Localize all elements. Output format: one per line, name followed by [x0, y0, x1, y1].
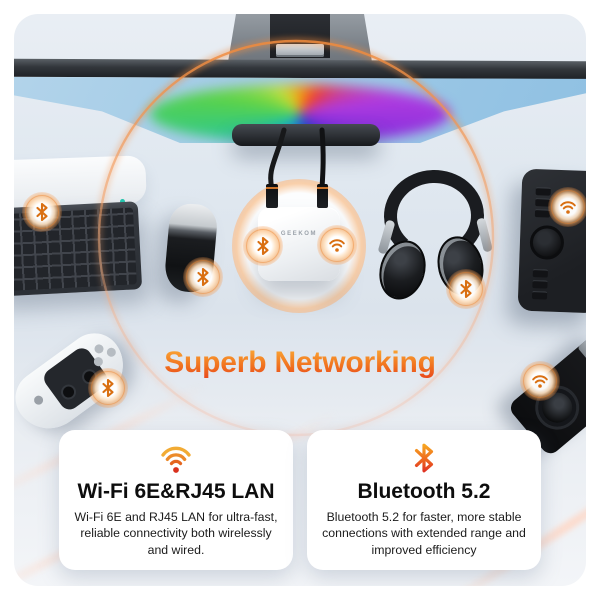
- section-heading: Superb Networking: [14, 346, 586, 380]
- bluetooth-icon: [307, 441, 541, 475]
- cable-plug: [317, 184, 328, 208]
- bluetooth-icon: [102, 379, 114, 397]
- wifi-badge-camera: [520, 361, 560, 401]
- wifi-icon: [59, 441, 293, 475]
- bluetooth-badge-controller: [88, 368, 128, 408]
- bluetooth-icon: [460, 280, 472, 298]
- bluetooth-icon: [257, 237, 269, 255]
- feature-card-bluetooth: Bluetooth 5.2 Bluetooth 5.2 for faster, …: [307, 430, 541, 570]
- bluetooth-icon: [36, 203, 48, 221]
- cables: [268, 127, 326, 191]
- bluetooth-badge-headphones: [446, 269, 486, 309]
- wifi-badge-tablet: [548, 187, 586, 227]
- scene-frame: GEEKOM: [14, 14, 586, 586]
- network-glow-ring: [95, 37, 497, 439]
- monitor-mount-clamp: [276, 44, 324, 57]
- feature-description: Wi-Fi 6E and RJ45 LAN for ultra-fast, re…: [74, 510, 278, 557]
- monitor-base: [232, 124, 380, 146]
- feature-title: Wi-Fi 6E&RJ45 LAN: [77, 480, 275, 503]
- scene: GEEKOM: [14, 14, 586, 586]
- feature-description: Bluetooth 5.2 for faster, more stable co…: [322, 510, 526, 557]
- feature-title: Bluetooth 5.2: [357, 480, 491, 503]
- feature-card-wifi: Wi-Fi 6E&RJ45 LAN Wi-Fi 6E and RJ45 LAN …: [59, 430, 293, 570]
- bluetooth-icon: [197, 268, 209, 286]
- wifi-icon: [329, 239, 345, 252]
- wifi-icon: [560, 201, 576, 214]
- bluetooth-badge-mini-pc: [243, 226, 283, 266]
- bluetooth-badge-mouse: [183, 257, 223, 297]
- cable-plug: [266, 184, 278, 208]
- device-brand-label: GEEKOM: [280, 231, 318, 237]
- bluetooth-badge-keyboard: [22, 192, 62, 232]
- wifi-badge-mini-pc: [317, 225, 357, 265]
